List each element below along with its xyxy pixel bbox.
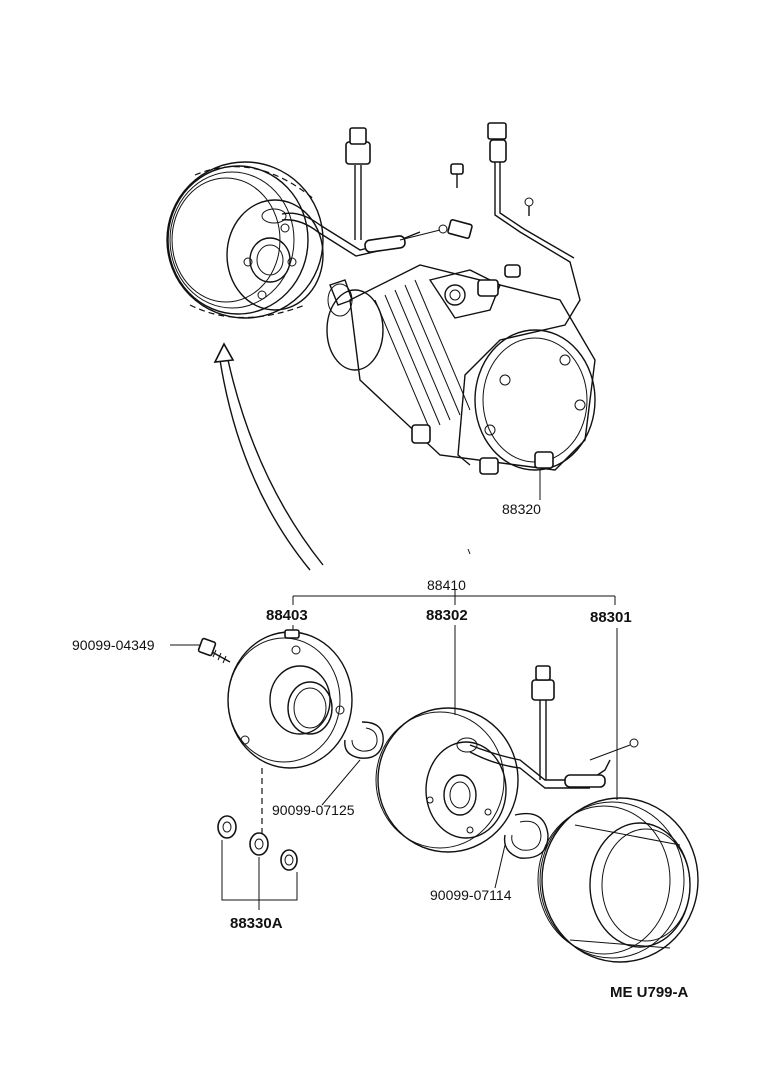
label-compressor: 88320 <box>502 501 541 517</box>
clutch-wiring-top <box>281 127 448 257</box>
clutch-front-view <box>166 161 324 319</box>
compressor-body <box>326 264 596 475</box>
figure-id: ME U799-A <box>610 984 689 1001</box>
pressure-plate <box>227 625 353 835</box>
label-pulley: 88301 <box>590 609 632 626</box>
top-small-parts <box>447 163 534 239</box>
bracket-88410 <box>292 590 616 605</box>
stator-wiring <box>469 665 639 789</box>
snap-ring-large <box>494 812 549 889</box>
bolt-part <box>170 637 231 664</box>
snap-ring-small <box>321 721 384 806</box>
label-snap-ring-large: 90099-07114 <box>430 887 512 903</box>
label-bolt: 90099-04349 <box>72 637 155 653</box>
label-shim-set: 88330A <box>230 915 283 932</box>
label-stator: 88302 <box>426 607 468 624</box>
shim-set <box>217 815 298 910</box>
pulley <box>537 628 699 963</box>
stray-mark <box>467 548 471 555</box>
compressor-wiring <box>457 122 581 466</box>
explode-arrow <box>213 342 324 571</box>
label-pressure-plate: 88403 <box>266 607 308 624</box>
label-snap-ring-small: 90099-07125 <box>272 802 355 818</box>
stator <box>375 625 519 853</box>
label-clutch-assy: 88410 <box>427 577 466 593</box>
